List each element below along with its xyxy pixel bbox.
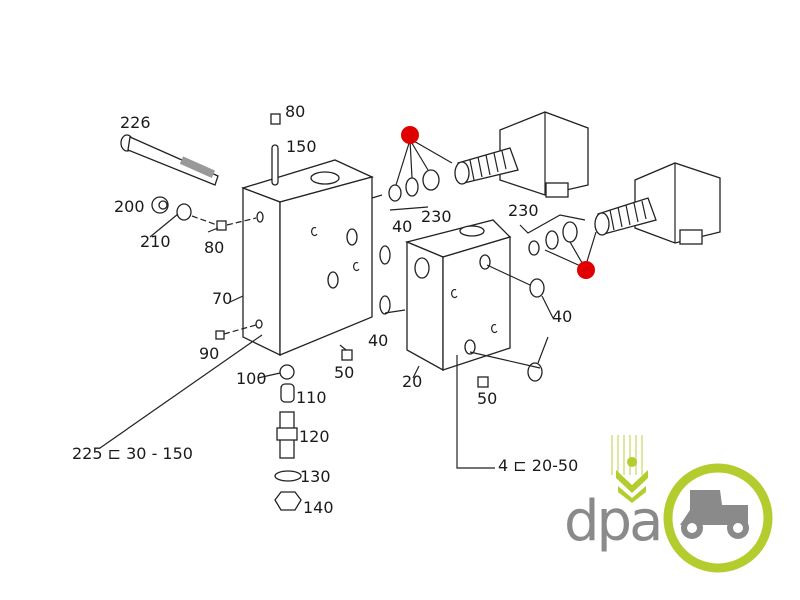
label-130: 130 <box>300 467 331 486</box>
label-226: 226 <box>120 113 151 132</box>
solenoid-valve-upper <box>454 111 589 198</box>
label-230-left: 230 <box>421 207 452 226</box>
label-4: 4 ⊏ 20-50 <box>498 456 578 475</box>
logo-text: dpa <box>564 489 660 554</box>
highlight-markers <box>395 126 597 279</box>
label-150: 150 <box>286 137 317 156</box>
label-100: 100 <box>236 369 267 388</box>
label-40-lower: 40 <box>368 331 388 350</box>
leader-lines <box>99 213 495 469</box>
label-40-right: 40 <box>552 307 572 326</box>
label-20: 20 <box>402 372 422 391</box>
bolt-226 <box>120 134 219 186</box>
label-40-upper: 40 <box>392 217 412 236</box>
solenoid-valve-lower <box>594 162 721 245</box>
label-80-side: 80 <box>204 238 224 257</box>
label-50-right: 50 <box>477 389 497 408</box>
part-labels: 226 80 150 200 210 80 70 90 100 110 120 … <box>72 102 578 517</box>
highlight-dot[interactable] <box>577 261 595 279</box>
label-90: 90 <box>199 344 219 363</box>
label-200: 200 <box>114 197 145 216</box>
label-210: 210 <box>140 232 171 251</box>
label-225: 225 ⊏ 30 - 150 <box>72 444 193 463</box>
dpa-logo: dpa <box>564 435 773 573</box>
label-50-left: 50 <box>334 363 354 382</box>
valve-block-70 <box>240 159 374 357</box>
label-140: 140 <box>303 498 334 517</box>
highlight-dot[interactable] <box>401 126 419 144</box>
valve-block-20 <box>404 219 512 388</box>
small-parts-left <box>151 113 353 511</box>
label-110: 110 <box>296 388 327 407</box>
o-rings <box>371 169 586 382</box>
label-70: 70 <box>212 289 232 308</box>
label-120: 120 <box>299 427 330 446</box>
label-230-right: 230 <box>508 201 539 220</box>
label-80-top: 80 <box>285 102 305 121</box>
